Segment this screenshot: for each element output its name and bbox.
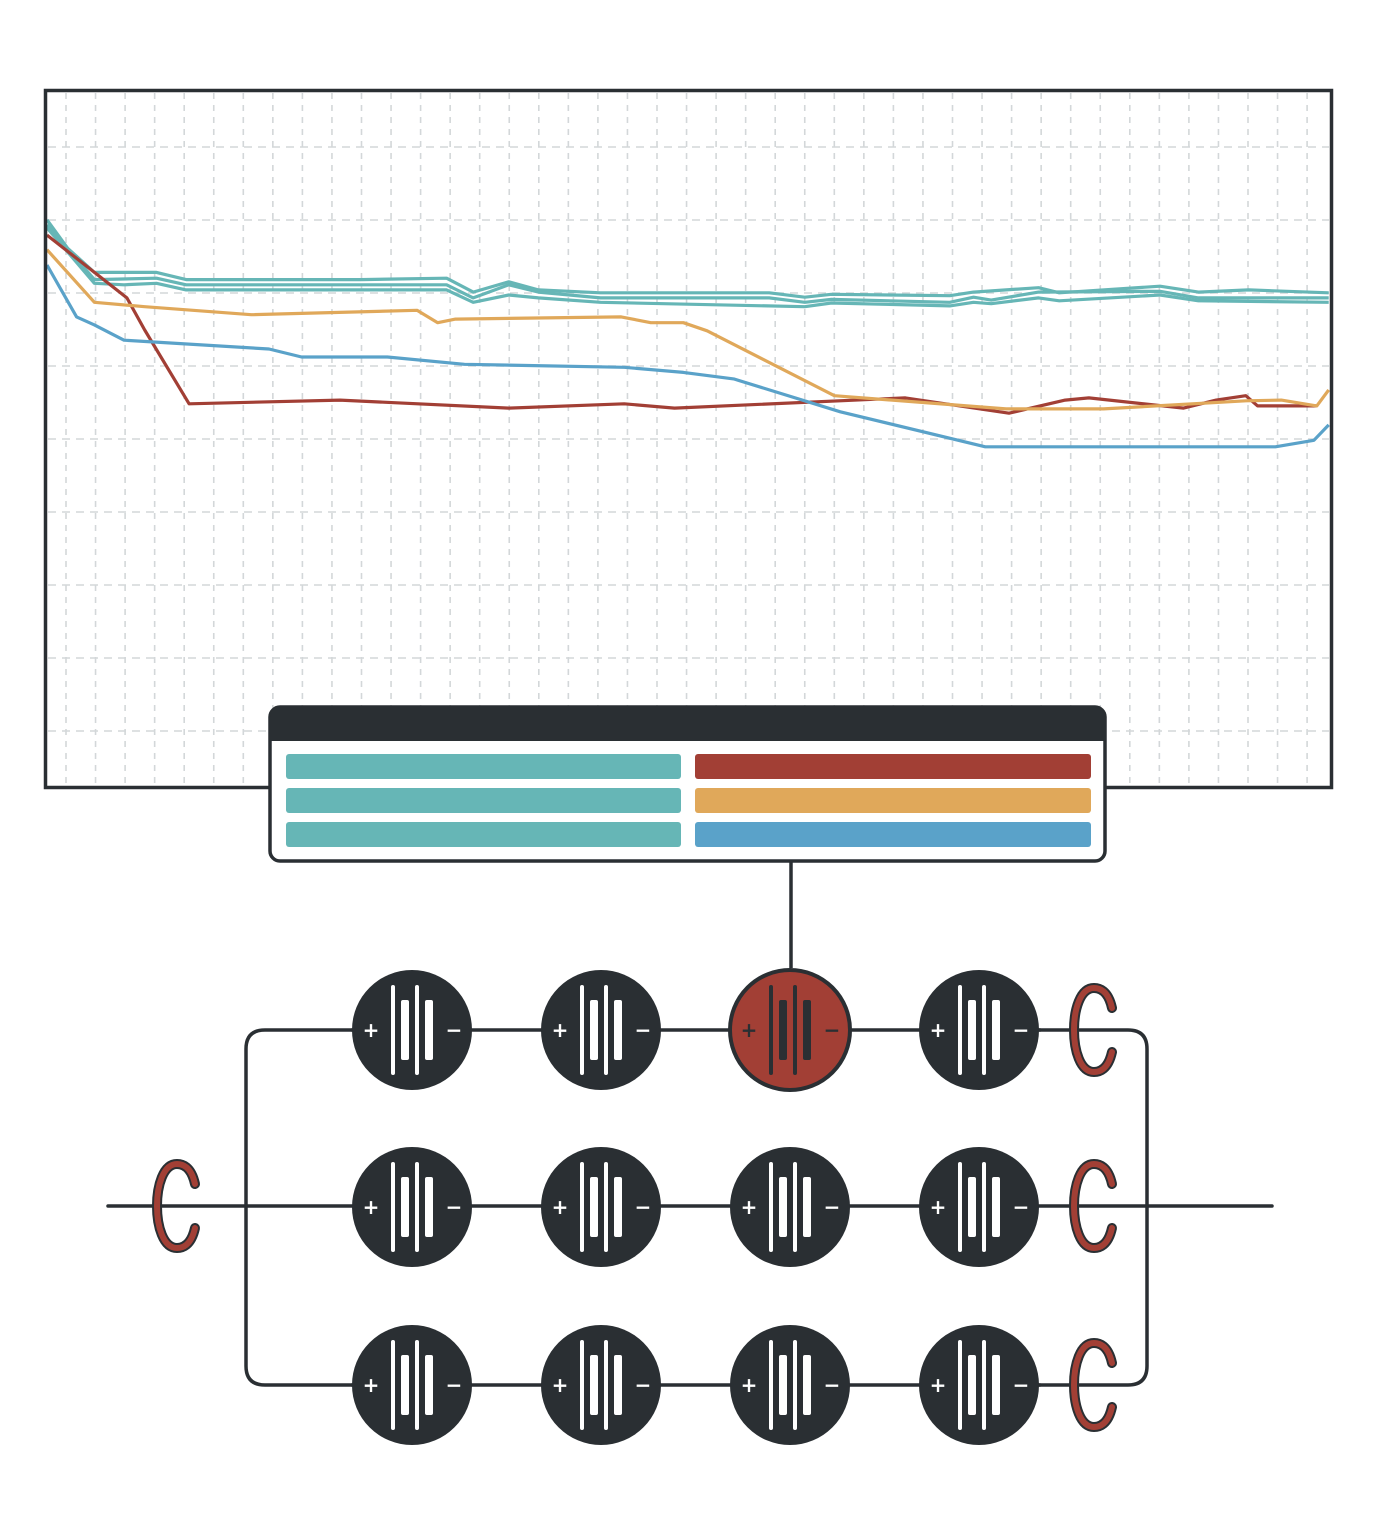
positive-terminal-label: + [741,1195,758,1219]
battery-cells: +−+−+−+−+−+−+−+−+−+−+−+− [352,968,1039,1445]
fuse-icon [1068,1337,1117,1433]
cell-body [541,1325,661,1445]
cell-body [352,1325,472,1445]
legend-swatch-cell-6 [695,822,1091,847]
battery-icon [391,985,433,1075]
positive-terminal-label: + [552,1018,569,1042]
series-line-3 [45,226,1329,309]
series-lines [45,218,1330,449]
battery-icon [391,1162,433,1252]
cell-body [352,1147,472,1267]
positive-terminal-label: + [363,1018,380,1042]
positive-terminal-label: + [363,1195,380,1219]
battery-cell[interactable]: +− [541,1147,661,1267]
battery-cell[interactable]: +− [730,1325,850,1445]
cell-body [730,1147,850,1267]
battery-cell[interactable]: +− [919,970,1039,1090]
legend-swatch-cell-1 [286,754,681,779]
right-parallel-bus [1028,1028,1149,1387]
battery-icon [391,1340,433,1430]
battery-icon [580,1162,622,1252]
battery-icon [769,985,811,1075]
battery-cell[interactable]: +− [919,1325,1039,1445]
battery-icon [958,985,1000,1075]
fuse-icon [151,1158,200,1254]
series-line-1 [45,218,1329,299]
negative-terminal-label: − [635,1373,652,1397]
battery-icon [580,1340,622,1430]
positive-terminal-label: + [930,1195,947,1219]
battery-cell[interactable]: +− [541,970,661,1090]
negative-terminal-label: − [446,1018,463,1042]
battery-icon [769,1162,811,1252]
plot-area [45,90,1332,788]
cell-body [919,1147,1039,1267]
negative-terminal-label: − [635,1018,652,1042]
series-line-2 [45,223,1329,304]
series-line-6 [45,264,1330,449]
positive-terminal-label: + [741,1018,758,1042]
left-parallel-bus [244,1028,354,1387]
fuse-icon [1068,1158,1117,1254]
battery-icon [580,985,622,1075]
cell-body [919,970,1039,1090]
legend-swatches [286,754,1091,847]
fuses [151,982,1117,1433]
battery-cell[interactable]: +− [730,1147,850,1267]
cell-body [730,1325,850,1445]
vertical-gridlines [65,93,1308,785]
legend-swatch-cell-2 [286,788,681,813]
negative-terminal-label: − [1013,1018,1030,1042]
series-line-4 [46,233,1317,415]
negative-terminal-label: − [824,1018,841,1042]
battery-cell[interactable]: +− [919,1147,1039,1267]
voltage-chart [43,88,1334,790]
legend-swatch-cell-5 [695,788,1091,813]
positive-terminal-label: + [552,1195,569,1219]
cell-body [541,1147,661,1267]
negative-terminal-label: − [824,1373,841,1397]
legend-header-bar [270,707,1105,741]
positive-terminal-label: + [930,1373,947,1397]
negative-terminal-label: − [824,1195,841,1219]
cell-body [352,970,472,1090]
battery-icon [769,1340,811,1430]
cell-body [541,970,661,1090]
battery-cell[interactable]: +− [541,1325,661,1445]
battery-circuit [106,1028,1274,1387]
positive-terminal-label: + [741,1373,758,1397]
series-line-5 [45,248,1330,411]
legend-swatch-cell-4 [695,754,1091,779]
battery-icon [958,1340,1000,1430]
battery-cell[interactable]: +− [352,1147,472,1267]
legend-swatch-cell-3 [286,822,681,847]
positive-terminal-label: + [552,1373,569,1397]
cell-body [919,1325,1039,1445]
negative-terminal-label: − [635,1195,652,1219]
battery-cell[interactable]: +− [352,1325,472,1445]
negative-terminal-label: − [446,1373,463,1397]
cell-body [728,968,852,1092]
battery-cell-faulty[interactable]: +− [728,968,852,1092]
battery-icon [958,1162,1000,1252]
negative-terminal-label: − [1013,1373,1030,1397]
battery-cell[interactable]: +− [352,970,472,1090]
legend-box [268,705,1107,863]
positive-terminal-label: + [930,1018,947,1042]
negative-terminal-label: − [446,1195,463,1219]
fuse-icon [1068,982,1117,1078]
positive-terminal-label: + [363,1373,380,1397]
negative-terminal-label: − [1013,1195,1030,1219]
